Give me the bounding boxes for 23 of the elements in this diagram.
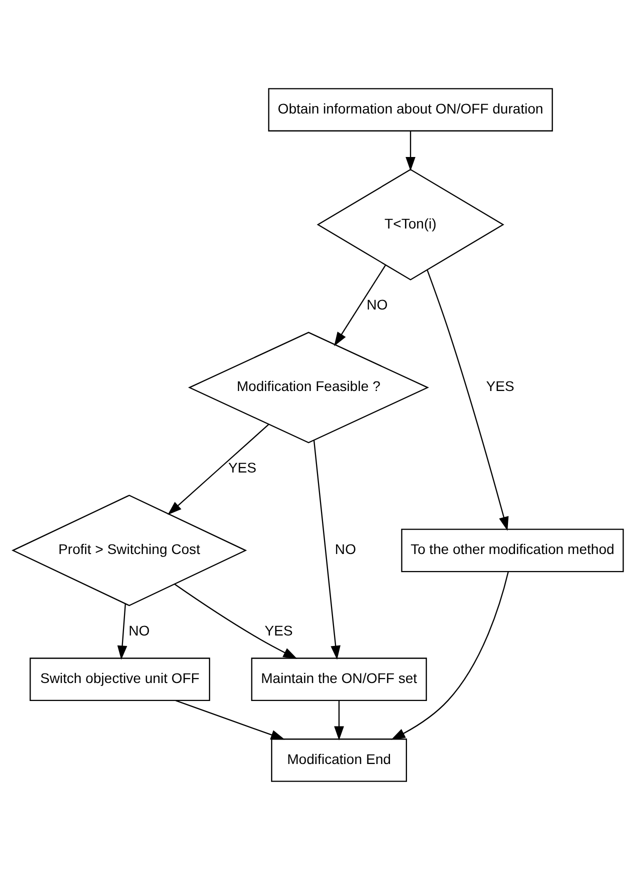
arrow	[168, 424, 270, 515]
node-box: Obtain information about ON/OFF duration	[268, 88, 553, 132]
arrow	[174, 584, 298, 659]
arrow	[406, 131, 416, 172]
arrow	[176, 700, 285, 740]
arrow	[117, 604, 128, 660]
arrow	[334, 264, 386, 346]
arrow	[334, 700, 344, 740]
node-diamond: T<Ton(i)	[316, 168, 504, 280]
node-box: Switch objective unit OFF	[30, 658, 210, 702]
edge-label: YES	[486, 378, 514, 394]
edge-label: YES	[228, 460, 256, 476]
node-box: Maintain the ON/OFF set	[251, 658, 427, 702]
arrow	[313, 440, 341, 660]
edge-label: YES	[264, 622, 293, 639]
edge-label: NO	[366, 296, 388, 313]
edge-label: NO	[334, 541, 356, 558]
edge-label: NO	[128, 622, 150, 639]
arrow	[391, 572, 509, 740]
arrow	[426, 270, 509, 531]
node-box: Modification End	[271, 738, 407, 782]
node-diamond: Profit > Switching Cost	[12, 494, 247, 606]
node-box: To the other modification method	[401, 528, 624, 572]
